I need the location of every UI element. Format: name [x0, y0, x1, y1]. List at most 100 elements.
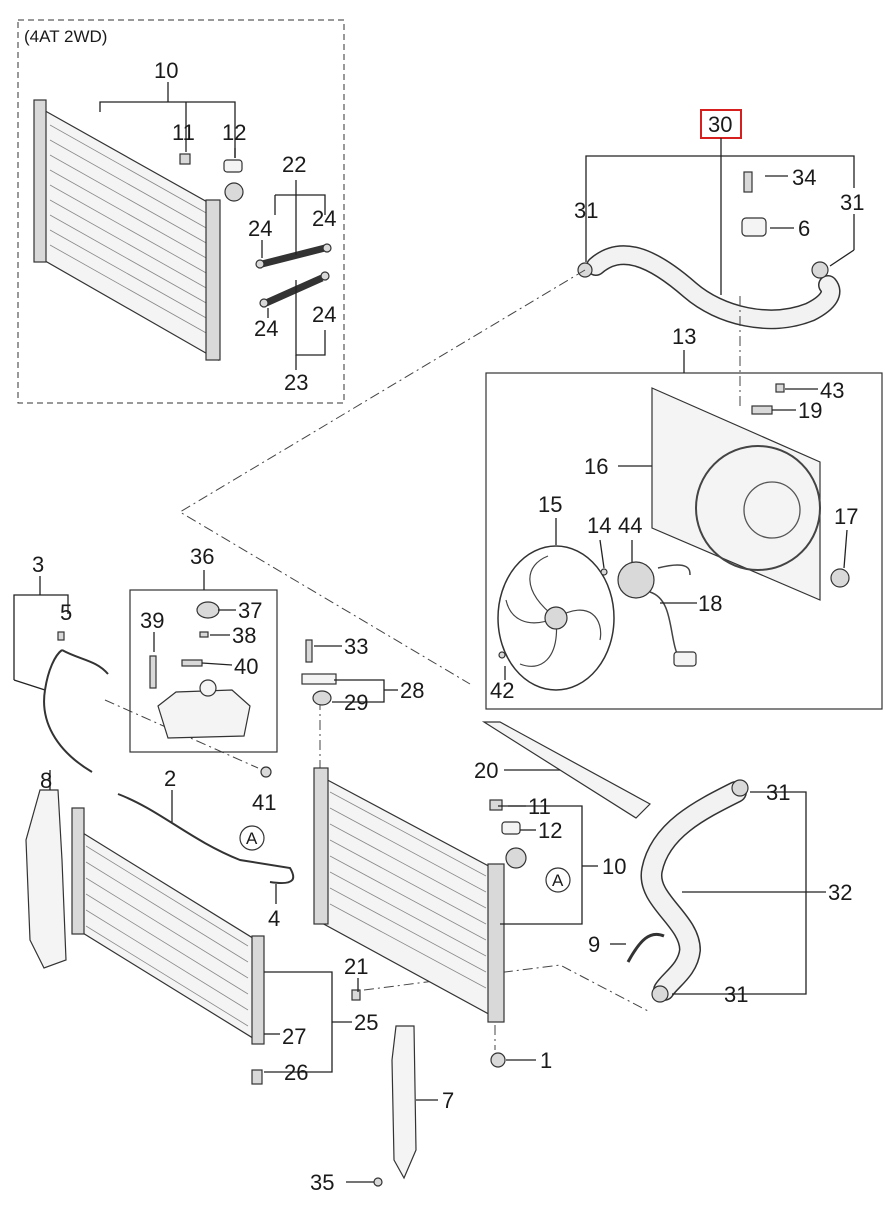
label-24c: 24 — [254, 316, 278, 341]
label-6: 6 — [798, 216, 810, 241]
label-31d: 31 — [724, 982, 748, 1007]
label-14: 14 — [587, 513, 611, 538]
label-29: 29 — [344, 690, 368, 715]
fan-15 — [497, 545, 615, 691]
condenser: 2 4 27 26 25 A — [71, 766, 378, 1085]
label-10-top: 10 — [154, 58, 178, 83]
ref-a-right-text: A — [552, 871, 564, 890]
filler-neck — [505, 847, 527, 869]
label-1: 1 — [540, 1048, 552, 1073]
clip-38 — [199, 631, 209, 638]
bolt-21 — [351, 989, 361, 1001]
ref-a-right[interactable] — [545, 867, 571, 893]
plug-26 — [251, 1069, 263, 1085]
ref-a-left[interactable] — [239, 825, 265, 851]
label-32: 32 — [828, 880, 852, 905]
label-31c: 31 — [766, 780, 790, 805]
label-39: 39 — [140, 608, 164, 633]
fan-shroud-group: 13 16 15 14 44 17 — [485, 324, 883, 710]
label-19: 19 — [798, 398, 822, 423]
label-31b: 31 — [840, 190, 864, 215]
label-21: 21 — [344, 954, 368, 979]
bracket-6 — [741, 217, 767, 237]
label-15: 15 — [538, 492, 562, 517]
label-18: 18 — [698, 591, 722, 616]
reservoir-tank — [157, 689, 251, 739]
label-35: 35 — [310, 1170, 334, 1195]
insulator-29 — [312, 690, 332, 706]
label-7: 7 — [442, 1088, 454, 1113]
label-34: 34 — [792, 165, 816, 190]
variant-box: (4AT 2WD) — [17, 19, 345, 404]
label-44: 44 — [618, 513, 642, 538]
bolt-33 — [305, 639, 313, 663]
label-16: 16 — [584, 454, 608, 479]
label-12-main: 12 — [538, 818, 562, 843]
label-25: 25 — [354, 1010, 378, 1035]
label-36: 36 — [190, 544, 214, 569]
insulator-1 — [490, 1052, 506, 1068]
bolt-41 — [260, 766, 272, 778]
screw-14 — [600, 568, 608, 576]
hose-23 — [264, 274, 324, 307]
label-22: 22 — [282, 152, 306, 177]
bolt-34 — [743, 171, 753, 193]
label-24d: 24 — [312, 302, 336, 327]
radiator-small — [33, 99, 221, 362]
bracket-9 — [626, 932, 665, 963]
label-20: 20 — [474, 758, 498, 783]
bracket-28 — [301, 673, 337, 685]
pipe-group: 3 5 — [13, 552, 109, 773]
label-4: 4 — [268, 906, 280, 931]
label-12-top: 12 — [222, 120, 246, 145]
part-30-highlight[interactable] — [700, 109, 742, 139]
ref-a-left-text: A — [246, 829, 258, 848]
label-11-main: 11 — [528, 794, 551, 819]
motor-44 — [617, 561, 655, 599]
label-8: 8 — [40, 768, 52, 793]
label-31a: 31 — [574, 198, 598, 223]
label-24a: 24 — [248, 216, 272, 241]
label-9: 9 — [588, 932, 600, 957]
clamp-31-right — [811, 261, 829, 279]
bracket-7-group: 7 35 — [310, 1025, 454, 1195]
harness-18 — [649, 591, 681, 661]
side-guard-8: 8 — [25, 768, 67, 969]
variant-title: (4AT 2WD) — [24, 27, 107, 46]
radiator-cap-small — [224, 182, 244, 202]
cap-37 — [196, 601, 220, 619]
sensor-11 — [489, 799, 503, 811]
label-plate-19 — [751, 405, 773, 415]
hose-22 — [261, 244, 326, 268]
label-23: 23 — [284, 370, 308, 395]
label-3: 3 — [32, 552, 44, 577]
clip-43 — [775, 383, 785, 393]
label-13: 13 — [672, 324, 696, 349]
hose-39 — [149, 655, 157, 689]
label-2: 2 — [164, 766, 176, 791]
radiator-main: 11 12 10 1 21 A — [313, 767, 626, 1073]
screw-35 — [373, 1177, 383, 1187]
label-17: 17 — [834, 504, 858, 529]
label-5: 5 — [60, 600, 72, 625]
air-guard-20: 20 — [474, 721, 651, 819]
label-24b: 24 — [312, 206, 336, 231]
cap-12-small — [223, 159, 243, 173]
label-37: 37 — [238, 598, 262, 623]
clamp-31-upper — [731, 779, 749, 797]
label-10-main: 10 — [602, 854, 626, 879]
label-27: 27 — [282, 1024, 306, 1049]
lower-hose-group: 31 32 31 9 — [588, 779, 852, 1007]
cap-12 — [501, 821, 521, 835]
resistor-17 — [830, 568, 850, 588]
clamp-31-lower — [651, 985, 669, 1003]
label-28: 28 — [400, 678, 424, 703]
label-26: 26 — [284, 1060, 308, 1085]
label-33: 33 — [344, 634, 368, 659]
label-38: 38 — [232, 623, 256, 648]
pipe-2 — [117, 793, 295, 884]
reservoir-group: 36 37 38 39 40 41 — [129, 544, 278, 815]
label-41: 41 — [252, 790, 276, 815]
screw-42 — [498, 651, 506, 659]
